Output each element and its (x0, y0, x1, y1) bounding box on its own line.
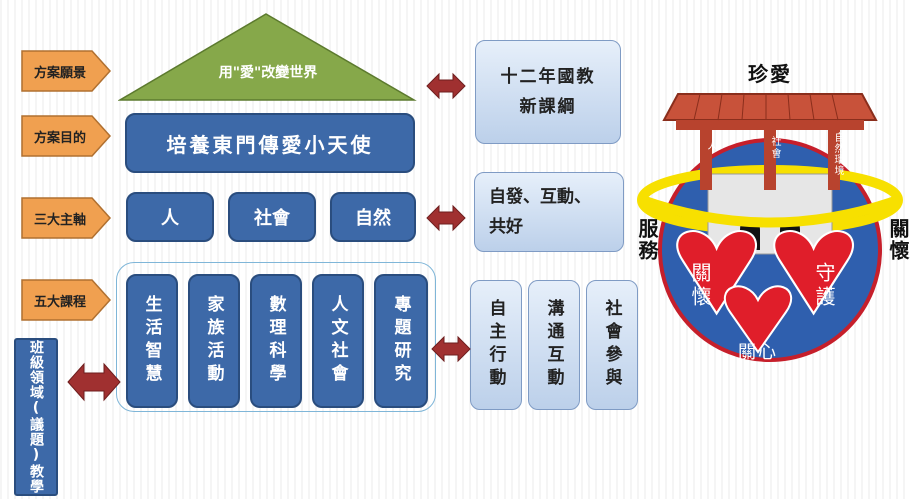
tag-shape (21, 279, 112, 321)
heart-label: 關心 (738, 342, 778, 363)
emblem-right-label: 關懷 (886, 218, 910, 262)
emblem-top-label: 珍愛 (748, 62, 792, 86)
class-domain-box: 班級領域(議題)教學 (14, 338, 58, 496)
emblem-graphic (637, 93, 903, 362)
core-item-box: 社會參與 (586, 280, 638, 410)
course-box: 專題研究 (374, 274, 428, 408)
label-courses-text: 五大課程 (33, 294, 86, 310)
label-axes: 三大主軸 (20, 196, 112, 240)
curriculum-box: 十二年國教 新課綱 (475, 40, 621, 144)
purpose-box: 培養東門傳愛小天使 (125, 113, 415, 173)
course-box: 家族活動 (188, 274, 240, 408)
pillar-label: 人 (705, 140, 716, 152)
axis-box-nature: 自然 (330, 192, 416, 242)
emblem-left-label: 服務 (635, 218, 659, 262)
tag-shape (21, 115, 112, 157)
pillar-label: 社會 (769, 136, 780, 160)
core-item-box: 自主行動 (470, 280, 522, 410)
double-arrow-icon (426, 72, 466, 100)
heart-label: 關懷 (688, 262, 712, 310)
label-courses: 五大課程 (20, 278, 112, 322)
course-box: 人文社會 (312, 274, 364, 408)
core-box: 自發、互動、 共好 (474, 172, 624, 252)
axis-box-society: 社會 (228, 192, 316, 242)
label-purpose-text: 方案目的 (33, 130, 86, 146)
double-arrow-icon (67, 362, 121, 402)
double-arrow-icon (431, 335, 471, 363)
vision-text: 用"愛"改變世界 (218, 65, 318, 81)
pillar-label: 自然環境 (832, 132, 843, 176)
axis-box-people: 人 (126, 192, 214, 242)
tag-shape (21, 197, 112, 239)
courses-group (116, 262, 436, 412)
course-box: 生活智慧 (126, 274, 178, 408)
double-arrow-icon (426, 204, 466, 232)
label-purpose: 方案目的 (20, 114, 112, 158)
label-vision: 方案願景 (20, 49, 112, 93)
label-axes-text: 三大主軸 (33, 212, 86, 228)
label-vision-text: 方案願景 (33, 65, 86, 81)
course-box: 數理科學 (250, 274, 302, 408)
core-item-box: 溝通互動 (528, 280, 580, 410)
heart-label: 守護 (812, 262, 836, 310)
tag-shape (21, 50, 112, 92)
vision-triangle (118, 13, 417, 101)
